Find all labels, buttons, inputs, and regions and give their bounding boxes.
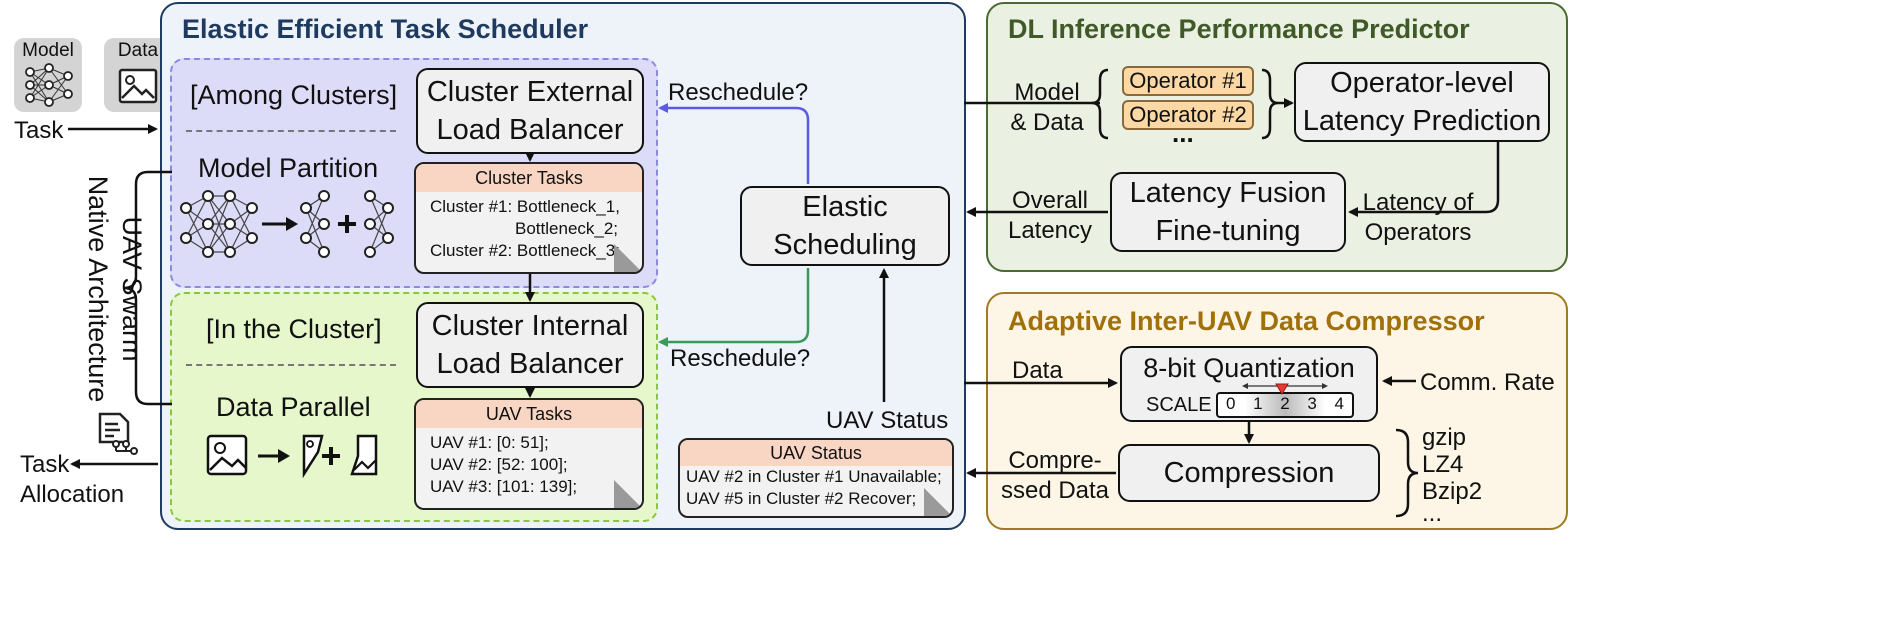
among-divider (186, 130, 396, 132)
compression-label: Compression (1163, 456, 1335, 489)
task-allocation-icon (98, 412, 138, 455)
scale-tick-3: 3 (1307, 394, 1317, 413)
elastic-line2: Scheduling (773, 229, 917, 261)
cluster-internal-line1: Cluster Internal (431, 310, 629, 342)
task-label: Task (14, 117, 64, 144)
compressed-line2: ssed Data (1000, 477, 1110, 504)
latency-ops-label: Latency of Operators (1358, 188, 1478, 248)
uav-task-more: ... (521, 497, 537, 510)
scale-tick-1: 1 (1253, 394, 1263, 413)
scale-tick-2: 2 (1280, 394, 1290, 413)
model-data-line1: Model (1014, 79, 1080, 106)
cluster-external-line2: Load Balancer (436, 114, 624, 146)
model-partition-graphic (180, 190, 394, 258)
algorithm-list: gzip LZ4 Bzip2 ... (1422, 424, 1483, 527)
uav-status-line-2: UAV #5 in Cluster #2 Recover; (686, 489, 917, 508)
compressed-line1: Compre- (1008, 447, 1102, 474)
cluster-task-line-2: Bottleneck_2; (430, 219, 619, 238)
swarm-label: UAV Swarm Native Architecture (79, 139, 149, 439)
scale-indicator (1242, 383, 1328, 395)
operator-2: Operator #2 (1122, 100, 1254, 130)
algorithm-lz4: LZ4 (1422, 451, 1464, 478)
uav-task-line-1: UAV #1: [0: 51]; (430, 433, 549, 452)
scale-label: SCALE (1146, 394, 1212, 416)
task-allocation-label: Task Allocation (20, 450, 124, 510)
algorithm-more: ... (1422, 500, 1443, 527)
scale-ticks: 0 1 2 3 4 (1226, 394, 1344, 414)
note-fold (924, 488, 952, 516)
uav-task-line-2: UAV #2: [52: 100]; (430, 455, 568, 474)
overall-line1: Overall (1011, 187, 1089, 214)
cluster-tasks-note: Cluster Tasks Cluster #1: Bottleneck_1, … (414, 162, 644, 274)
elastic-line1: Elastic (802, 191, 888, 223)
uav-status-more: ... (808, 505, 824, 518)
uav-task-line-3: UAV #3: [101: 139]; (430, 477, 578, 496)
model-data-label: Model & Data (1004, 78, 1090, 138)
cluster-internal-balancer: Cluster Internal Load Balancer (416, 302, 644, 388)
model-label: Model (22, 40, 74, 61)
uav-tasks-note: UAV Tasks UAV #1: [0: 51]; UAV #2: [52: … (414, 398, 644, 510)
uav-status-label: UAV Status (826, 407, 949, 434)
overall-latency-label: Overall Latency (1000, 186, 1100, 246)
uav-tasks-title: UAV Tasks (416, 400, 642, 428)
operator-latency-box: Operator-level Latency Prediction (1294, 62, 1550, 142)
note-fold (614, 480, 642, 508)
overall-line2: Latency (1007, 217, 1093, 244)
latency-ops-line1: Latency of (1362, 189, 1474, 216)
latency-ops-line2: Operators (1364, 219, 1472, 246)
compressor-title: Adaptive Inter-UAV Data Compressor (1008, 306, 1485, 336)
scale-tick-4: 4 (1334, 394, 1344, 413)
compressed-data-label: Compre- ssed Data (996, 446, 1114, 506)
uav-status-note-title: UAV Status (680, 440, 952, 466)
swarm-label-line1: UAV Swarm (117, 216, 147, 362)
note-fold (614, 244, 642, 272)
data-parallel-graphic (206, 434, 378, 479)
cluster-task-more: ... (521, 261, 537, 274)
operator-1: Operator #1 (1122, 66, 1254, 96)
cluster-external-balancer: Cluster External Load Balancer (416, 68, 644, 154)
cluster-internal-line2: Load Balancer (436, 348, 624, 380)
fusion-line2: Fine-tuning (1155, 215, 1301, 247)
in-cluster-divider (186, 364, 396, 366)
model-partition-label: Model Partition (198, 153, 379, 183)
algorithm-gzip: gzip (1422, 424, 1467, 451)
elastic-scheduling-box: Elastic Scheduling (740, 186, 950, 266)
reschedule-top-label: Reschedule? (668, 79, 809, 106)
compressor-data-label: Data (1012, 357, 1063, 384)
scale-tick-0: 0 (1226, 394, 1236, 413)
uav-status-line-1: UAV #2 in Cluster #1 Unavailable; (686, 467, 942, 486)
model-data-line2: & Data (1010, 109, 1084, 136)
compression-box: Compression (1118, 444, 1380, 502)
neural-network-icon (25, 63, 73, 107)
cluster-task-line-3: Cluster #2: Bottleneck_3; (430, 241, 620, 260)
op-latency-line2: Latency Prediction (1302, 105, 1542, 137)
swarm-label-line2: Native Architecture (83, 175, 113, 403)
reschedule-bottom-label: Reschedule? (670, 345, 811, 372)
cluster-external-line1: Cluster External (426, 76, 634, 108)
cluster-tasks-title: Cluster Tasks (416, 164, 642, 192)
quantization-title: 8-bit Quantization (1143, 353, 1355, 383)
task-allocation-line2: Allocation (20, 481, 125, 508)
op-latency-line1: Operator-level (1330, 67, 1514, 99)
in-cluster-heading: [In the Cluster] (206, 314, 382, 344)
algorithm-bzip2: Bzip2 (1422, 478, 1483, 505)
image-icon (118, 68, 158, 104)
predictor-title: DL Inference Performance Predictor (1008, 14, 1470, 44)
among-clusters-heading: [Among Clusters] (190, 80, 398, 110)
cluster-task-line-1: Cluster #1: Bottleneck_1, (430, 197, 620, 216)
latency-fusion-box: Latency Fusion Fine-tuning (1110, 172, 1346, 252)
fusion-line1: Latency Fusion (1129, 177, 1327, 209)
task-allocation-line1: Task (20, 451, 70, 478)
scale-bar (1216, 392, 1354, 418)
comm-rate-label: Comm. Rate (1420, 369, 1555, 396)
operators-more: ... (1172, 118, 1194, 148)
scheduler-title: Elastic Efficient Task Scheduler (182, 14, 589, 44)
data-parallel-label: Data Parallel (216, 392, 371, 422)
data-label: Data (117, 40, 159, 61)
uav-status-note: UAV Status UAV #2 in Cluster #1 Unavaila… (678, 438, 954, 518)
